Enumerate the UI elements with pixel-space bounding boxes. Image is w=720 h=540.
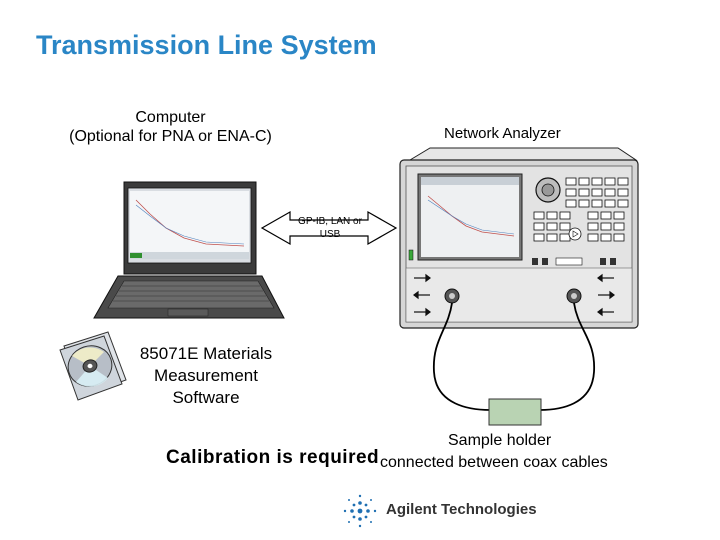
calibration-note: Calibration is required: [166, 447, 380, 468]
network-analyzer-label: Network Analyzer: [444, 125, 561, 142]
laptop-illustration: [93, 181, 285, 319]
software-label-line1: 85071E Materials: [139, 344, 273, 363]
computer-label-line2: (Optional for PNA or ENA-C): [69, 128, 272, 145]
agilent-spark-logo: [343, 494, 377, 528]
software-cd-icon: [59, 331, 127, 401]
page-title: Transmission Line System: [36, 30, 377, 60]
connection-label-line2: USB: [319, 229, 341, 240]
computer-label-line1: Computer: [135, 109, 206, 126]
sample-holder-label-line2: connected between coax cables: [380, 454, 608, 471]
connection-label-line1: GP-IB, LAN or: [298, 216, 362, 227]
sample-holder-label-line1: Sample holder: [448, 432, 552, 449]
network-analyzer-illustration: [399, 147, 639, 329]
agilent-logo-text: Agilent Technologies: [386, 501, 537, 518]
coax-cables: [433, 302, 595, 411]
connection-arrow: [260, 210, 398, 246]
software-label-line3: Software: [172, 388, 240, 407]
computer-label: Computer (Optional for PNA or ENA-C): [48, 108, 293, 146]
connection-label: GP-IB, LAN or USB: [282, 215, 378, 241]
software-label: 85071E Materials Measurement Software: [126, 343, 286, 409]
sample-holder: [488, 398, 542, 426]
software-label-line2: Measurement: [154, 366, 258, 385]
